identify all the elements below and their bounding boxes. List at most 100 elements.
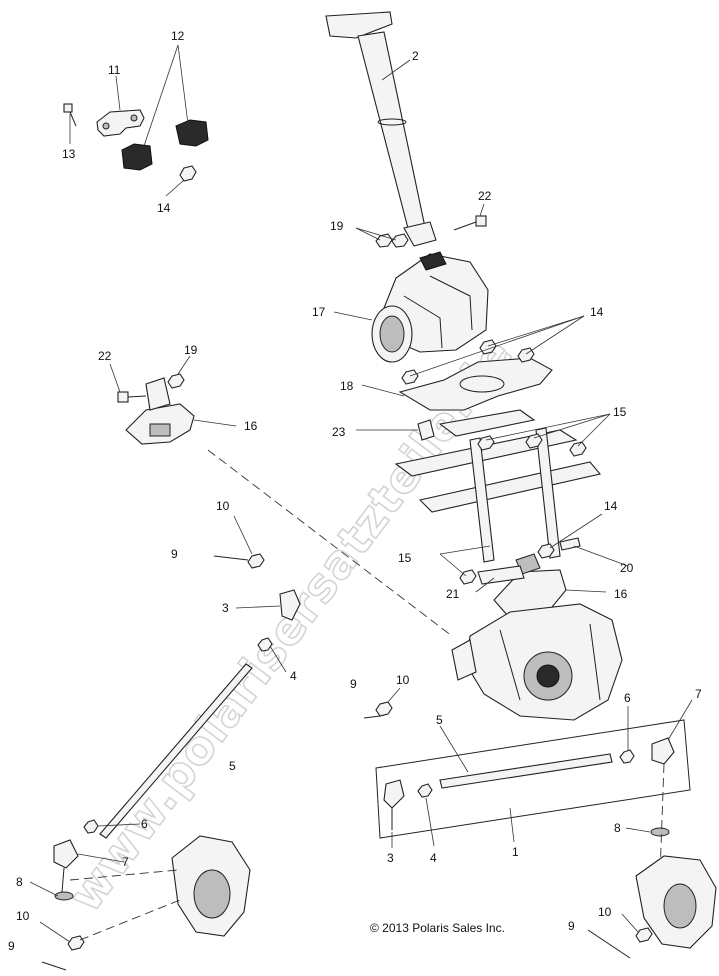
leader — [109, 363, 121, 393]
leader — [573, 545, 629, 567]
eps-motor-face — [379, 315, 405, 353]
leader — [487, 315, 585, 347]
left-bracket — [109, 355, 237, 445]
watermark-text: www.polarisersatzteile.de — [58, 328, 524, 922]
knuckle-bore — [193, 869, 231, 919]
leader — [355, 227, 397, 241]
cotter-pin-9 — [41, 961, 67, 971]
callout-15: 15 — [398, 551, 412, 565]
callout-22: 22 — [478, 189, 492, 203]
callout-16: 16 — [614, 587, 628, 601]
shaft-ring — [377, 118, 407, 126]
callout-10: 10 — [216, 499, 230, 513]
leader — [115, 75, 121, 111]
callout-7: 7 — [695, 687, 702, 701]
bushing-12 — [121, 143, 153, 171]
callout-9: 9 — [350, 677, 357, 691]
castle-nut-10 — [247, 553, 265, 569]
stud — [61, 867, 65, 893]
nut-19 — [375, 233, 393, 248]
tie-rod-end-7 — [53, 839, 79, 869]
leader — [355, 227, 381, 241]
callout-3: 3 — [222, 601, 229, 615]
callout-13: 13 — [62, 147, 76, 161]
leader — [625, 827, 651, 833]
washer-8 — [54, 891, 74, 901]
tie-rod-5 — [439, 753, 613, 789]
leader — [485, 413, 611, 441]
bracket-16-pad — [149, 423, 171, 437]
bolt-22 — [117, 391, 147, 403]
callout-10: 10 — [598, 905, 612, 919]
leader — [381, 59, 411, 81]
leader — [29, 881, 59, 897]
steering-shaft — [325, 11, 437, 247]
leader — [97, 823, 141, 827]
bracket-16-upper — [145, 377, 171, 411]
eps-detail — [403, 295, 443, 349]
cotter-pin-9 — [363, 715, 381, 719]
nut-15 — [459, 569, 477, 585]
bolt-15 — [525, 433, 543, 449]
diff-output-hub — [536, 664, 560, 688]
callout-9: 9 — [171, 547, 178, 561]
jam-nut-4 — [417, 783, 433, 798]
callout-7: 7 — [122, 855, 129, 869]
leader — [235, 605, 281, 609]
callout-15: 15 — [613, 405, 627, 419]
cotter-pin-9 — [587, 929, 631, 959]
tie-rod-end-7 — [651, 737, 675, 765]
clamp-21 — [477, 565, 525, 585]
callout-5: 5 — [436, 713, 443, 727]
left-tie-rod — [29, 515, 301, 971]
clamp-23 — [417, 419, 435, 441]
eps-gear-top — [419, 251, 447, 271]
callout-11: 11 — [108, 63, 121, 77]
right-tie-rod — [363, 687, 717, 959]
gasket-hole — [459, 375, 505, 393]
bolt-20 — [559, 537, 581, 551]
leader — [77, 853, 125, 863]
alignment-line — [207, 449, 453, 637]
callout-10: 10 — [396, 673, 410, 687]
leader — [439, 553, 467, 577]
leader — [409, 315, 585, 377]
frame-leg — [535, 427, 561, 559]
alignment-line — [79, 899, 181, 941]
right-bracket — [439, 513, 629, 617]
leader — [525, 315, 585, 355]
leader — [193, 419, 237, 427]
callout-19: 19 — [330, 219, 344, 233]
bracket-group — [63, 44, 209, 197]
bolt-22 — [453, 215, 487, 231]
frame-leg — [469, 437, 495, 563]
bracket-hole — [130, 114, 138, 122]
callout-6: 6 — [141, 817, 148, 831]
assembly-box-1 — [375, 719, 691, 839]
tie-rod-5 — [99, 663, 253, 839]
diff-input — [451, 639, 477, 681]
callout-23: 23 — [332, 425, 346, 439]
jam-nut-6 — [83, 819, 99, 834]
nut-19 — [391, 233, 409, 248]
leader — [165, 179, 185, 197]
copyright-text: © 2013 Polaris Sales Inc. — [370, 921, 505, 935]
leader — [565, 589, 607, 593]
leader — [387, 687, 401, 703]
bolt-13 — [63, 103, 77, 127]
callout-21: 21 — [446, 587, 460, 601]
castle-nut-10 — [635, 927, 653, 943]
leader — [177, 355, 191, 375]
callout-19: 19 — [184, 343, 198, 357]
knuckle-bore — [663, 883, 697, 929]
jam-nut-4 — [257, 637, 273, 652]
leader — [667, 699, 693, 741]
watermark: www.polarisersatzteile.de — [57, 327, 525, 922]
callout-4: 4 — [290, 669, 297, 683]
leader — [475, 577, 495, 593]
frame-rail-lower — [418, 461, 601, 513]
callout-18: 18 — [340, 379, 354, 393]
mount-frame — [356, 409, 611, 563]
castle-nut-10 — [67, 935, 85, 951]
